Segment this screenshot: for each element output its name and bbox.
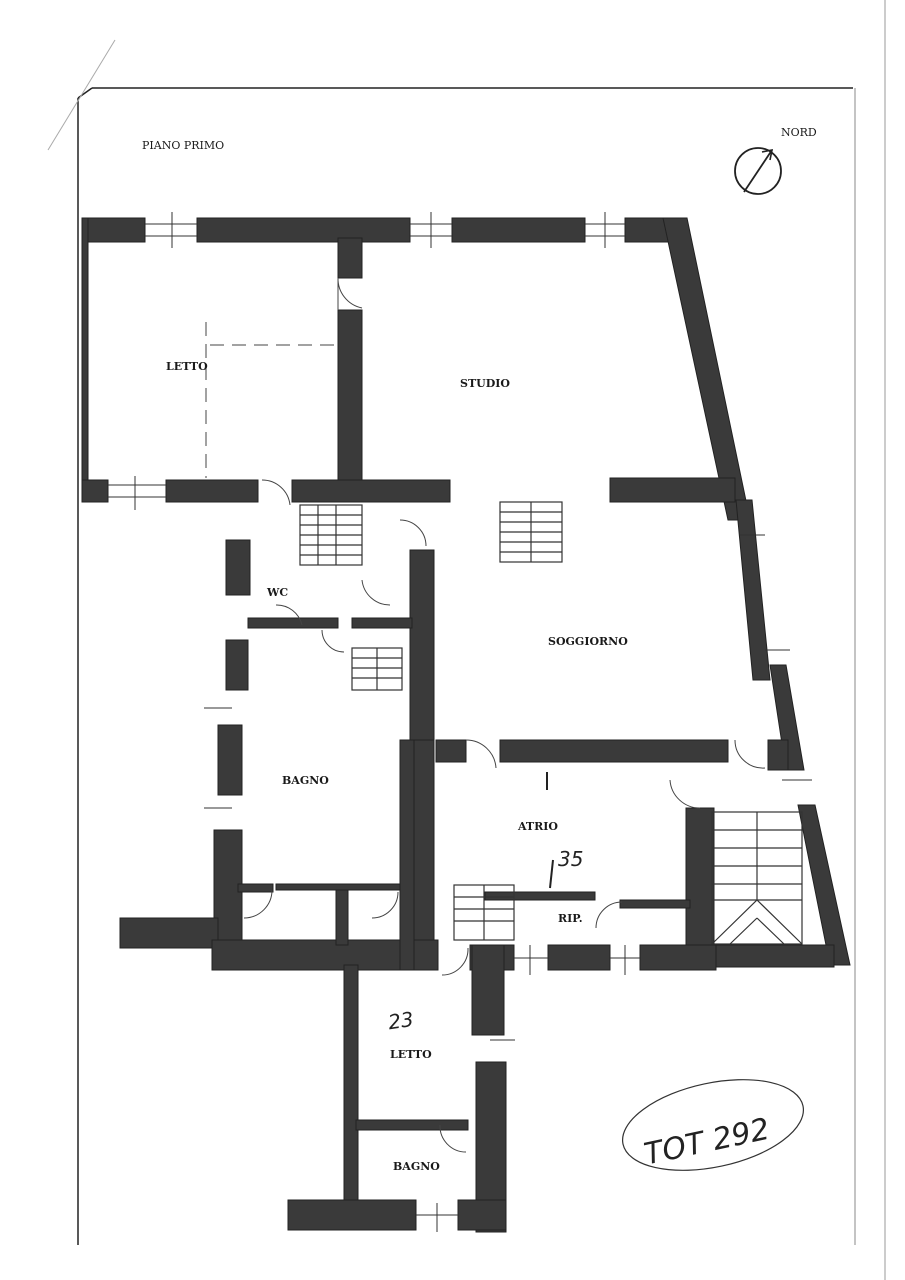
staircase-rip: [453, 884, 515, 941]
dashed-guides: [205, 322, 334, 478]
room-label-soggiorno: SOGGIORNO: [548, 635, 628, 648]
north-label: NORD: [781, 126, 817, 139]
room-label-letto-bottom: LETTO: [390, 1048, 432, 1061]
area-annotation-letto: 23: [387, 1007, 416, 1034]
room-label-letto-top: LETTO: [166, 360, 208, 373]
floor-label: PIANO PRIMO: [142, 139, 224, 152]
staircase-soggiorno: [499, 501, 563, 563]
total-annotation: TOT 292: [621, 1079, 805, 1173]
staircase-main: [711, 811, 803, 945]
north-arrow-icon: [734, 147, 782, 195]
room-label-atrio: ATRIO: [517, 820, 558, 833]
walls: [81, 217, 851, 1233]
sheet-frame: [47, 0, 886, 1280]
room-label-wc: WC: [266, 586, 288, 599]
staircase-upper: [299, 504, 363, 566]
room-label-studio: STUDIO: [460, 377, 510, 390]
windows: [108, 212, 812, 1232]
room-label-bagno-bottom: BAGNO: [393, 1160, 440, 1173]
svg-text:TOT 292: TOT 292: [641, 1112, 773, 1173]
room-label-rip: RIP.: [558, 912, 583, 925]
staircase-bagno: [351, 647, 403, 691]
room-label-bagno-main: BAGNO: [282, 774, 329, 787]
doors: [243, 277, 766, 1153]
area-annotation-atrio: 35: [558, 847, 583, 871]
